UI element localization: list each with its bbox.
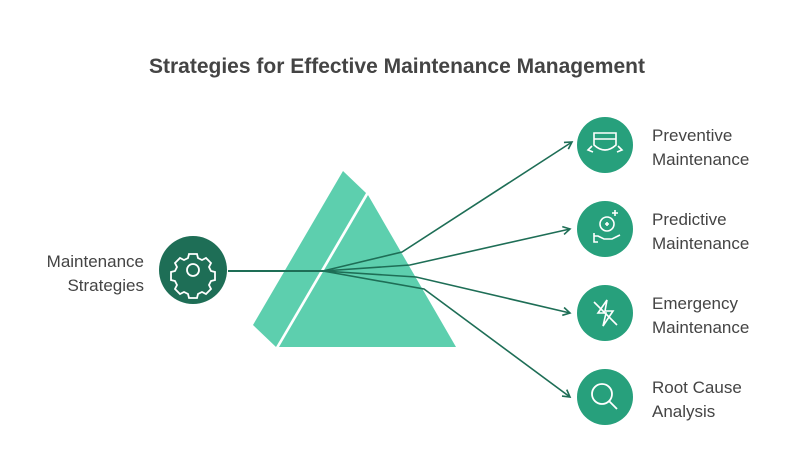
ray-rootcause (322, 270, 572, 398)
label-line1: Preventive (652, 126, 733, 145)
label-line1: Emergency (652, 294, 738, 313)
label-line2: Analysis (652, 402, 716, 421)
search-icon (577, 369, 633, 425)
prism-side (253, 171, 366, 347)
label-line2: Maintenance (652, 318, 750, 337)
prism-front (279, 195, 456, 347)
label-line1: Root Cause (652, 378, 742, 397)
label-line1: Predictive (652, 210, 727, 229)
gear-icon (159, 236, 227, 304)
lightning-off-icon (577, 285, 633, 341)
badge-icon (577, 117, 633, 173)
diagram-title: Strategies for Effective Maintenance Man… (149, 55, 645, 78)
ray-predictive (322, 225, 572, 272)
source-label-line1: Maintenance (46, 252, 144, 271)
hand-crystal-ball-icon (577, 201, 633, 257)
ray-emergency (322, 270, 572, 317)
label-line2: Maintenance (652, 234, 750, 253)
ray-preventive (322, 141, 574, 272)
label-line2: Maintenance (652, 150, 750, 169)
source-label-line2: Strategies (67, 276, 144, 295)
